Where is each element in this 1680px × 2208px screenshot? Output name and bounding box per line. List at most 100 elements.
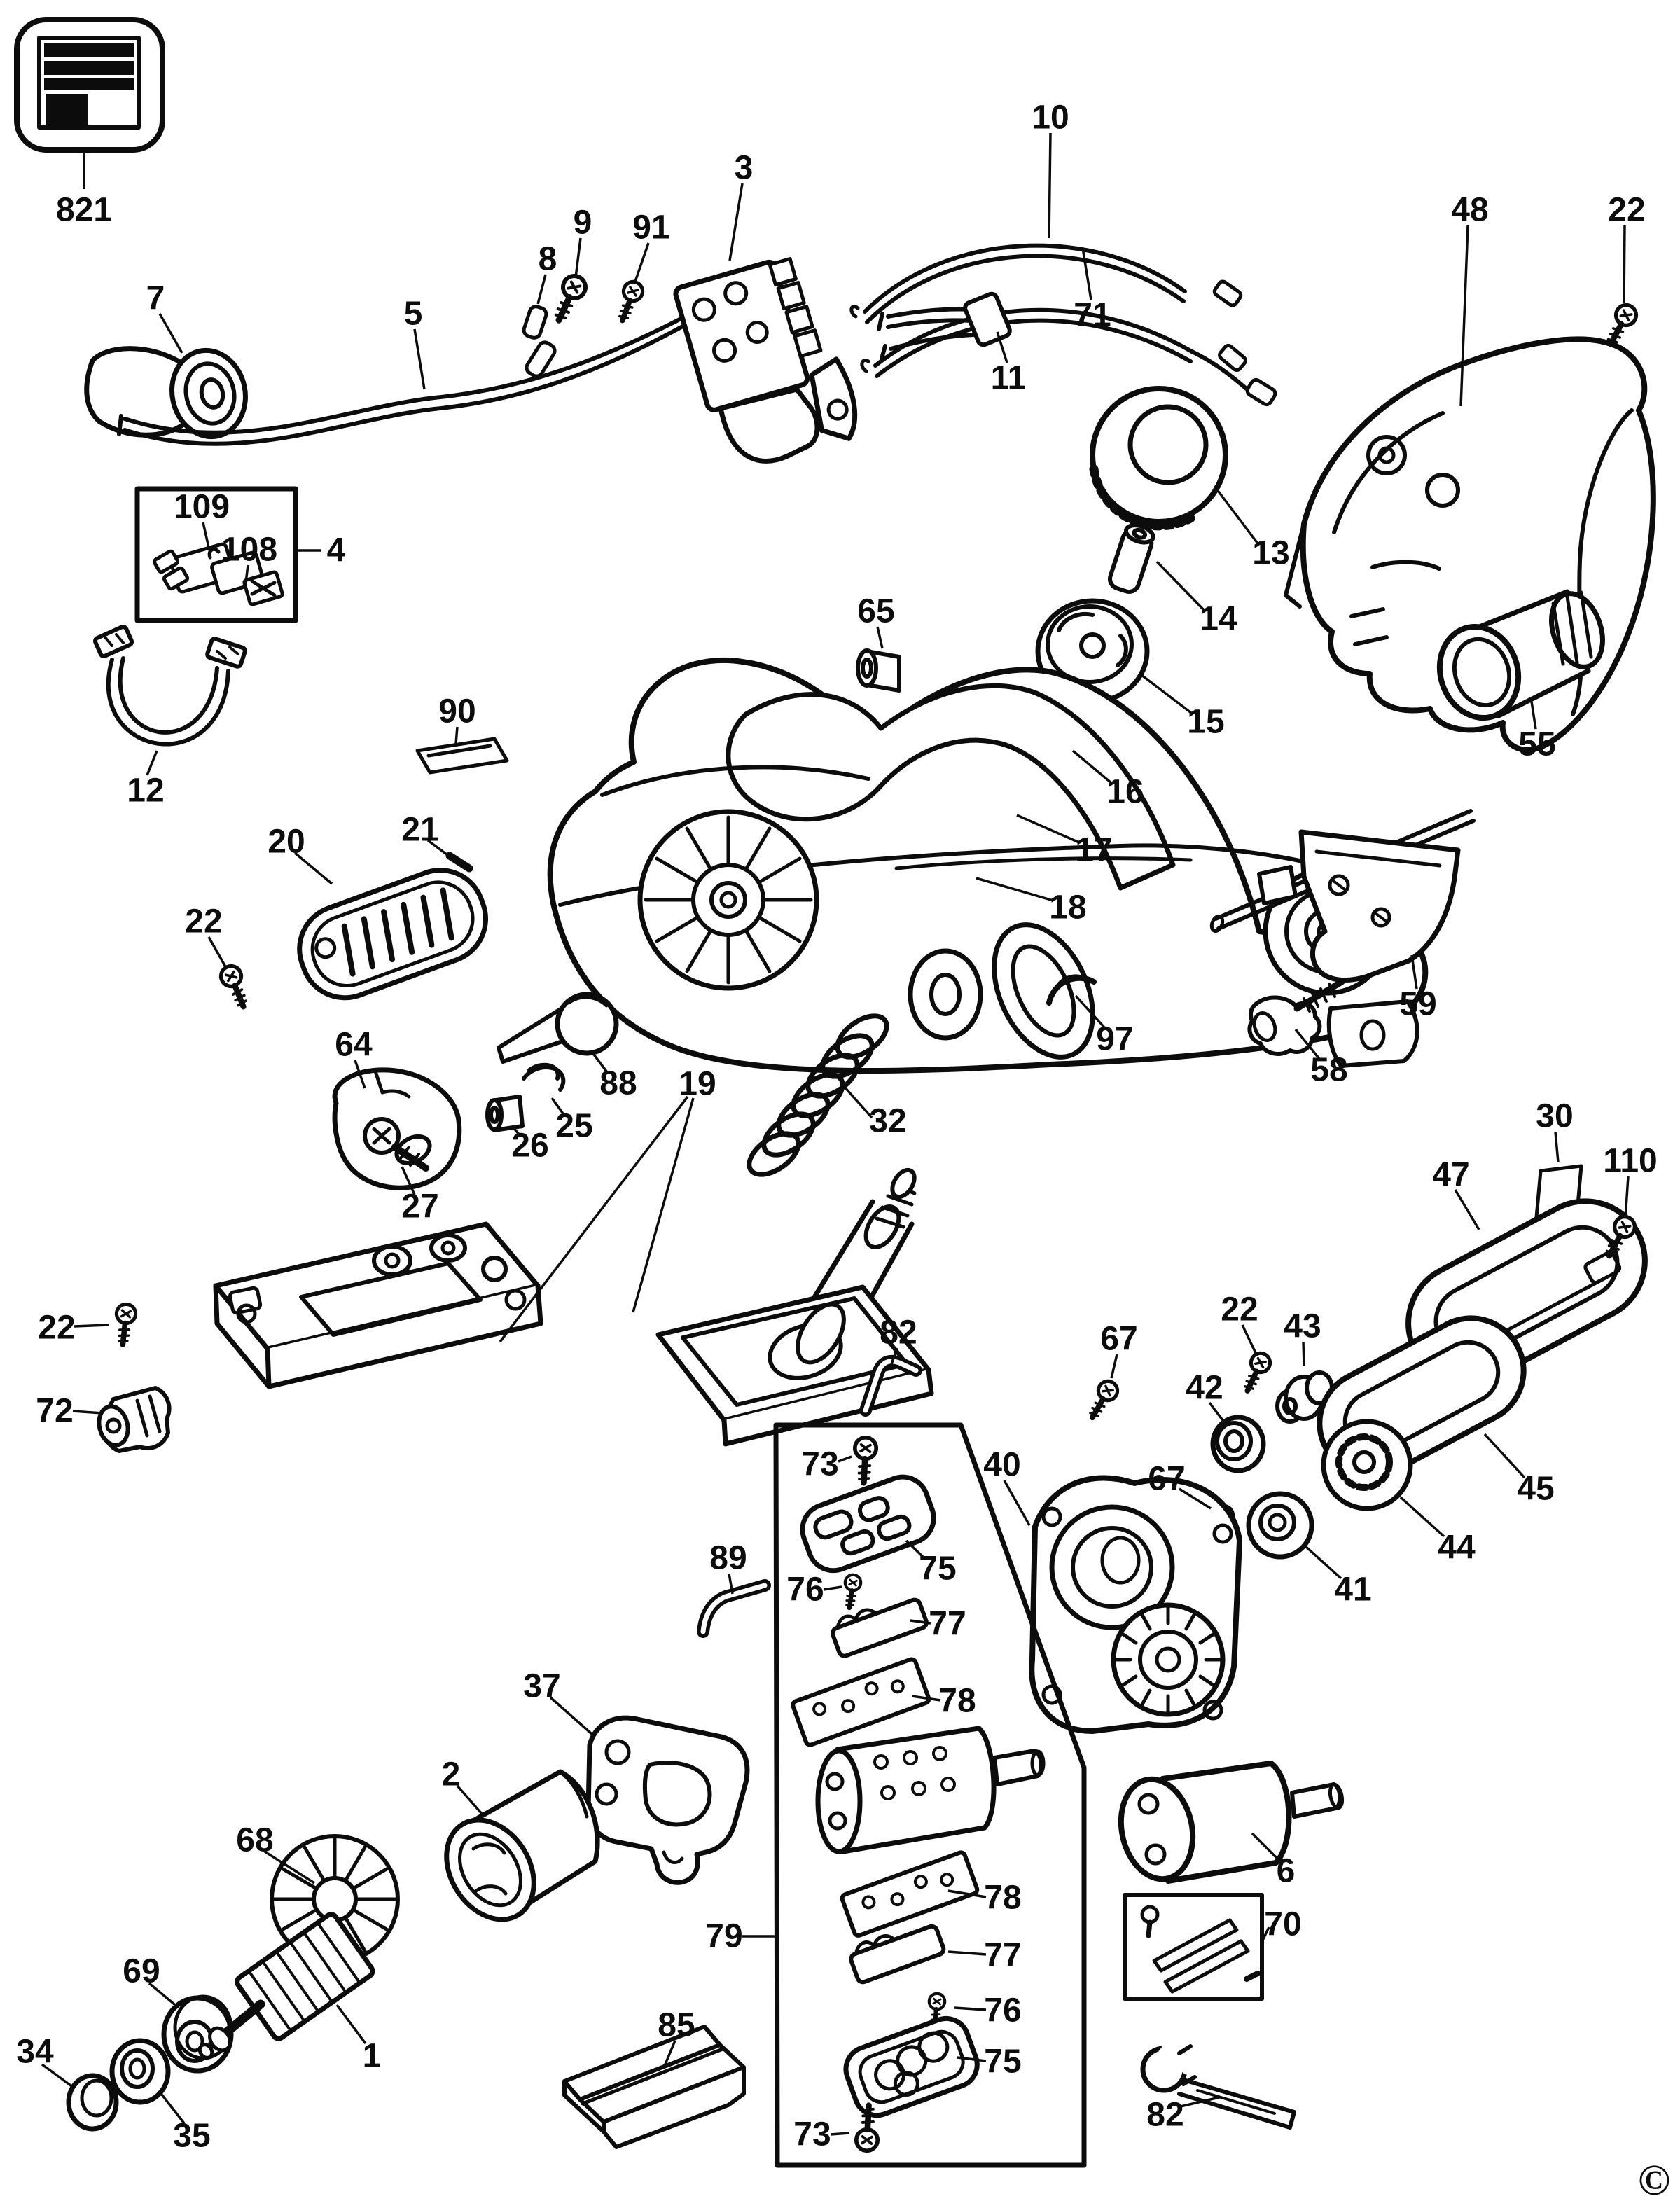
leader-line-76b [954, 2006, 987, 2011]
leader-line-22b [207, 936, 228, 970]
part-label-26: 26 [511, 1127, 548, 1165]
cutter-cover-75a [800, 1474, 936, 1574]
part-label-1: 1 [363, 2038, 382, 2075]
leader-line-91 [634, 242, 650, 282]
blade-clamp-77a [830, 1597, 929, 1658]
bushing-65 [856, 648, 901, 693]
leader-line-85 [663, 2040, 676, 2067]
part-label-2: 2 [442, 1756, 461, 1793]
leader-line-44 [1399, 1496, 1445, 1538]
wire-terminals [522, 305, 557, 378]
part-label-109: 109 [174, 489, 230, 526]
part-label-77b: 77 [984, 1937, 1021, 1974]
part-label-78a: 78 [938, 1683, 976, 1720]
armature [197, 1834, 400, 2060]
leader-line-22d [1241, 1324, 1257, 1354]
pulley-44 [1321, 1419, 1413, 1511]
part-label-58: 58 [1310, 1052, 1347, 1089]
part-label-73a: 73 [801, 1446, 838, 1483]
jumper-wire [92, 625, 247, 747]
part-label-20: 20 [268, 824, 305, 861]
leader-line-72 [72, 1410, 103, 1415]
front-shoe [655, 1167, 934, 1447]
leader-line-26 [511, 1125, 522, 1137]
knob-post [1108, 523, 1155, 595]
hex-key-82a [859, 1354, 922, 1417]
part-label-17: 17 [1075, 832, 1112, 869]
leader-line-27 [401, 1166, 416, 1195]
planer-blade-78a [791, 1657, 931, 1747]
leader-line-9 [574, 237, 582, 278]
leader-line-5 [413, 328, 426, 390]
edge-guide-fence [1209, 809, 1476, 983]
part-label-88: 88 [599, 1065, 637, 1102]
leader-line-2 [456, 1784, 483, 1815]
part-label-25: 25 [555, 1108, 592, 1145]
compression-spring [747, 1013, 889, 1177]
part-label-5: 5 [404, 296, 423, 333]
wire-connector [877, 291, 1012, 361]
part-label-47: 47 [1432, 1157, 1469, 1194]
part-label-35: 35 [173, 2118, 210, 2155]
leader-line-8 [536, 274, 547, 305]
part-label-67a: 67 [1100, 1321, 1137, 1358]
part-label-69: 69 [123, 1953, 160, 1990]
part-label-68: 68 [236, 1822, 273, 1859]
leader-line-82b [1180, 2096, 1220, 2108]
leader-line-73a [838, 1455, 852, 1463]
screw-91 [613, 279, 645, 324]
leader-line-73b [830, 2132, 850, 2136]
cord-protector [84, 346, 248, 440]
gear-housing [1029, 1475, 1242, 1734]
part-label-18: 18 [1049, 889, 1086, 926]
leader-line-17 [1016, 814, 1080, 844]
part-label-67b: 67 [1148, 1461, 1185, 1498]
cutter-cover-75b [843, 2015, 980, 2118]
part-label-13: 13 [1252, 535, 1289, 572]
part-label-97: 97 [1096, 1021, 1133, 1058]
spring-clip [1046, 974, 1097, 1006]
part-label-4: 4 [327, 532, 346, 569]
leader-line-32 [842, 1084, 873, 1119]
cutter-block-79 [815, 1726, 1046, 1854]
leader-line-75a [905, 1539, 926, 1560]
leader-line-48 [1459, 225, 1469, 407]
leader-line-3 [728, 183, 744, 261]
leader-line-75b [957, 2056, 987, 2062]
part-label-21: 21 [401, 812, 438, 849]
planer-blade-78b [840, 1850, 980, 1938]
part-label-45: 45 [1517, 1471, 1554, 1508]
label-sticker-90 [415, 737, 509, 775]
screw-76a [842, 1574, 862, 1609]
leader-line-97 [1074, 994, 1106, 1029]
bushing-26 [485, 1095, 525, 1132]
leader-line-40 [1003, 1480, 1031, 1526]
leader-line-108 [244, 564, 249, 589]
leader-line-11 [996, 331, 1008, 363]
leader-line-77b [947, 1950, 987, 1956]
leader-line-1 [335, 2004, 367, 2045]
part-label-14: 14 [1200, 601, 1237, 638]
leader-line-64 [354, 1060, 366, 1089]
leader-line-88 [590, 1050, 609, 1074]
screw-9 [549, 272, 590, 325]
part-label-42: 42 [1186, 1370, 1223, 1407]
part-label-34: 34 [16, 2034, 54, 2071]
leader-line-19 [499, 1095, 689, 1343]
part-label-11: 11 [991, 360, 1027, 397]
blade-clamp-77b [849, 1924, 946, 1985]
screw-22b [218, 963, 253, 1011]
part-label-75a: 75 [919, 1550, 956, 1588]
leader-line-19 [632, 1097, 695, 1313]
leader-line-42 [1208, 1401, 1226, 1424]
part-label-8: 8 [539, 241, 557, 278]
leader-line-21 [426, 839, 454, 860]
part-label-40: 40 [983, 1447, 1020, 1484]
part-label-82a: 82 [880, 1314, 917, 1352]
part-label-72: 72 [36, 1393, 73, 1430]
part-label-32: 32 [869, 1103, 906, 1140]
leader-line-25 [550, 1097, 566, 1117]
part-label-89: 89 [709, 1540, 747, 1577]
